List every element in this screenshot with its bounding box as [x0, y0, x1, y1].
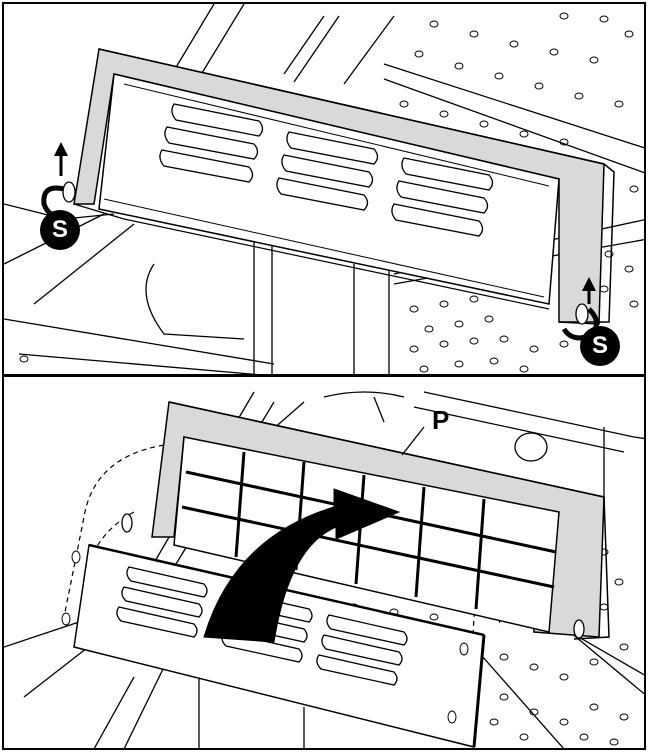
perforation-holes: [19, 12, 639, 373]
top-panel-drawing: [4, 4, 644, 374]
curved-arrow-icon: [203, 488, 401, 643]
thumbscrew-left: [121, 513, 133, 533]
callout-s-left: S: [40, 210, 80, 250]
thumbscrew-left: [62, 181, 76, 203]
figure-panel-bottom: P: [2, 376, 646, 750]
part-label-p: P: [432, 405, 450, 435]
thumbscrew-right: [575, 303, 589, 325]
callout-s-right: S: [580, 326, 620, 366]
louver-slots: [159, 103, 494, 237]
filter-cover-frame: [73, 48, 615, 325]
round-port: [514, 432, 548, 462]
label-leader-line: [401, 426, 425, 456]
figure-panel-top: S S: [2, 2, 646, 376]
grille-frame: [121, 401, 610, 640]
thumbscrew-right: [573, 619, 585, 639]
bottom-panel-drawing: [4, 391, 644, 748]
rotation-arrow-left-icon: [41, 142, 68, 218]
